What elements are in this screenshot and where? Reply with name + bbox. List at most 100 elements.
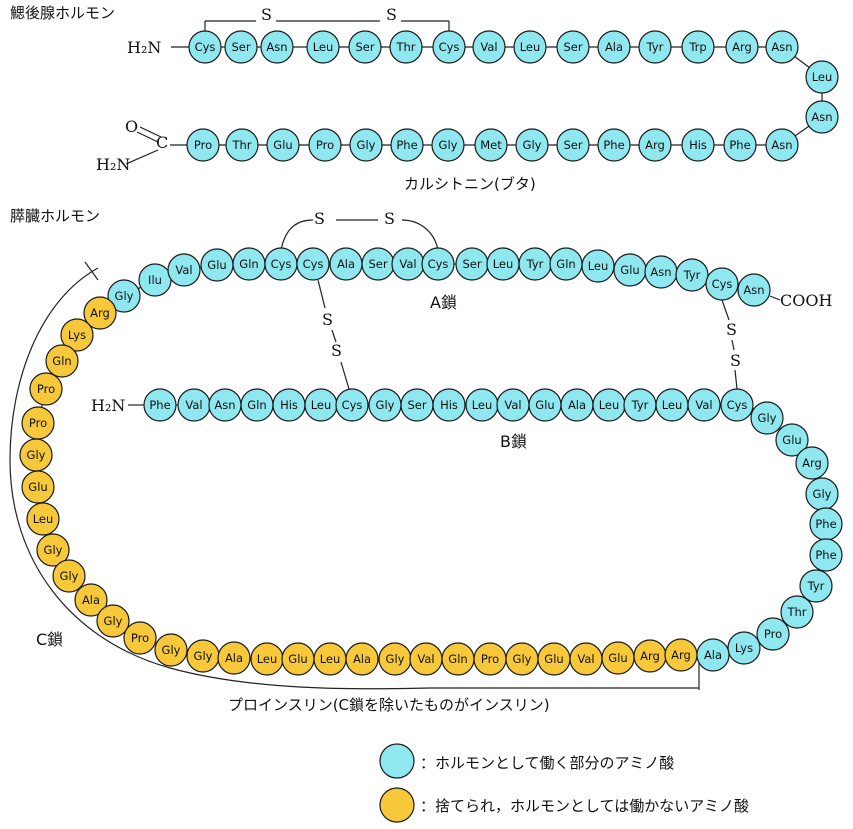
a-chain-residue: Gln xyxy=(232,247,266,281)
residue-label: Cys xyxy=(428,257,449,271)
ab-disulfide-1 xyxy=(317,279,326,309)
ab-disulfide-1 xyxy=(340,361,350,390)
residue-label: Asn xyxy=(771,138,792,152)
residue-label: Phe xyxy=(149,398,170,412)
c-chain-residue: Glu xyxy=(21,470,55,504)
residue-circle xyxy=(389,30,423,64)
calcitonin-disulfide-s2: S xyxy=(386,5,397,24)
calcitonin-n-terminus: H₂N xyxy=(127,38,162,57)
residue-label: Gly xyxy=(104,614,123,628)
b-chain-residue: His xyxy=(272,388,306,422)
b-column-residue: Lys xyxy=(727,631,761,665)
residue-label: Gly xyxy=(523,138,542,152)
residue-label: Pro xyxy=(131,631,149,645)
a-chain-residue: Gly xyxy=(107,279,141,313)
calcitonin-bottom-residue: Pro xyxy=(186,128,220,162)
calcitonin-turn-residue: Leu xyxy=(805,60,839,94)
calcitonin-top-residue: Ser xyxy=(348,30,382,64)
calcitonin-top-residue: Leu xyxy=(306,30,340,64)
residue-label: Thr xyxy=(231,138,251,152)
b-chain-residue: Phe xyxy=(143,388,177,422)
residue-circle xyxy=(225,128,259,162)
residue-circle xyxy=(188,30,222,64)
residue-circle xyxy=(96,604,130,638)
residue-label: Ala xyxy=(225,651,243,665)
residue-label: Gly xyxy=(376,398,395,412)
residue-label: Arg xyxy=(671,648,691,662)
residue-label: Ala xyxy=(704,648,722,662)
calcitonin-bottom-residue: Arg xyxy=(638,128,672,162)
residue-circle xyxy=(597,30,631,64)
c-chain-residue: Leu xyxy=(313,642,347,676)
calcitonin-top-residue: Val xyxy=(472,30,506,64)
residue-circle xyxy=(345,642,379,676)
a-chain-residue: Asn xyxy=(737,273,771,307)
residue-circle xyxy=(687,388,721,422)
residue-label: Pro xyxy=(481,652,499,666)
residue-label: Arg xyxy=(645,138,665,152)
calcitonin-cn-bond xyxy=(125,149,159,165)
residue-label: Glu xyxy=(608,651,627,665)
b-chain-n-terminus: H₂N xyxy=(91,396,126,415)
ab-disulfide-2-s2: S xyxy=(730,351,741,370)
a-chain-label: A鎖 xyxy=(430,293,457,312)
residue-label: Leu xyxy=(493,257,514,271)
residue-label: Val xyxy=(695,398,712,412)
c-chain-residue: Arg xyxy=(664,638,698,672)
b-chain-residue: Leu xyxy=(304,388,338,422)
b-column-residue: Phe xyxy=(809,538,843,572)
residue-label: Leu xyxy=(33,512,54,526)
residue-label: Gln xyxy=(239,257,258,271)
residue-label: Cys xyxy=(342,398,363,412)
residue-label: Gln xyxy=(448,652,467,666)
residue-label: Gly xyxy=(27,448,46,462)
a-chain-residue: Ala xyxy=(329,247,363,281)
residue-circle xyxy=(681,128,715,162)
residue-label: Gly xyxy=(439,138,458,152)
c-chain-residue: Glu xyxy=(601,641,635,675)
residue-circle xyxy=(154,633,188,667)
c-chain-residue: Gly xyxy=(378,642,412,676)
residue-circle xyxy=(217,641,251,675)
c-chain-residue: Val xyxy=(569,642,603,676)
calcitonin-disulfide-s1: S xyxy=(261,5,272,24)
residue-label: Asn xyxy=(743,283,764,297)
b-chain-residue: Gln xyxy=(240,388,274,422)
a-chain-residue: Val xyxy=(167,253,201,287)
proinsulin-caption: プロインスリン(C鎖を除いたものがインスリン) xyxy=(228,696,550,714)
a-chain-residue: Gln xyxy=(549,247,583,281)
b-chain-residue: Glu xyxy=(528,388,562,422)
residue-circle xyxy=(638,128,672,162)
calcitonin-top-residue: Cys xyxy=(188,30,222,64)
c-chain-residue: Ala xyxy=(345,642,379,676)
a-chain-residue: Cys xyxy=(296,247,330,281)
calcitonin-co-double xyxy=(136,131,159,143)
a-chain-cooh-bond xyxy=(769,295,781,301)
residue-circle xyxy=(26,502,60,536)
residue-label: Val xyxy=(480,40,497,54)
residue-label: Tyr xyxy=(631,398,649,412)
residue-circle xyxy=(379,787,415,823)
residue-circle xyxy=(756,617,790,651)
residue-circle xyxy=(143,388,177,422)
residue-label: Gly xyxy=(357,138,376,152)
residue-label: Val xyxy=(185,398,202,412)
calcitonin-bottom-residue: Pro xyxy=(308,128,342,162)
b-column-residue: Arg xyxy=(795,446,829,480)
residue-label: Cys xyxy=(712,277,733,291)
residue-label: Arg xyxy=(732,40,752,54)
b-column-residue: Pro xyxy=(756,617,790,651)
calcitonin-top-residue: Ala xyxy=(597,30,631,64)
residue-circle xyxy=(809,538,843,572)
residue-circle xyxy=(421,247,455,281)
calcitonin-caption: カルシトニン(ブタ) xyxy=(404,175,536,193)
b-column-residue: Tyr xyxy=(799,569,833,603)
residue-label: Val xyxy=(417,652,434,666)
residue-label: Gly xyxy=(44,543,63,557)
residue-circle xyxy=(513,30,547,64)
residue-label: Glu xyxy=(207,258,226,272)
c-chain-residue: Glu xyxy=(537,642,571,676)
residue-circle xyxy=(723,128,757,162)
